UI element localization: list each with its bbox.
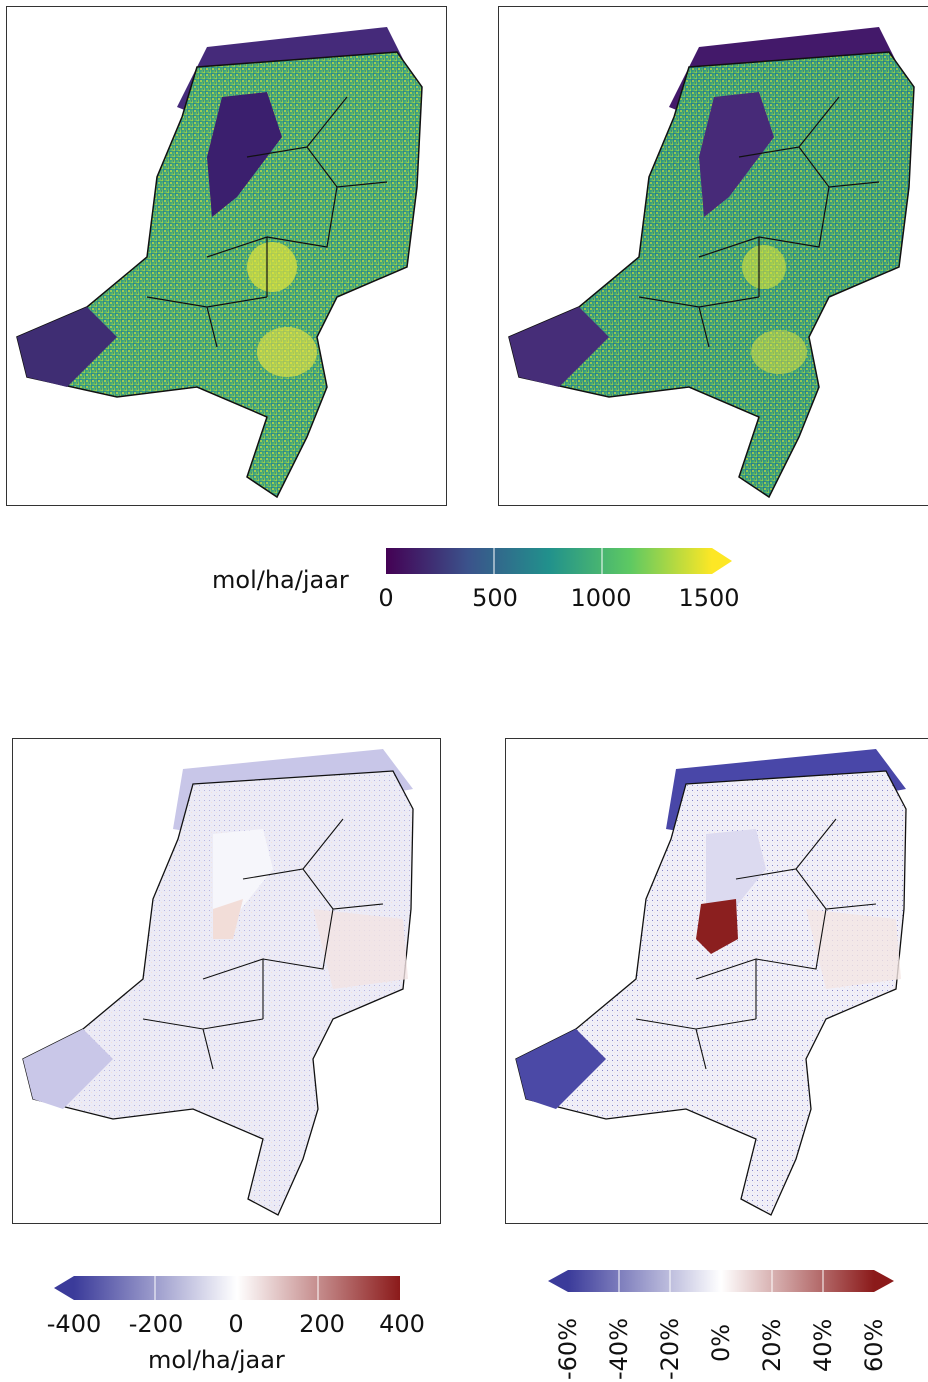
netherlands-map xyxy=(508,27,915,499)
tick-label: -60% xyxy=(554,1317,582,1380)
netherlands-map xyxy=(515,749,907,1216)
ijsselmeer xyxy=(207,92,282,217)
netherlands-map xyxy=(16,27,423,499)
tick-label: 1000 xyxy=(570,584,632,612)
tick-label: 40% xyxy=(809,1318,837,1372)
map-panel-bottom-left xyxy=(12,738,441,1224)
tick-label: -40% xyxy=(605,1317,633,1380)
tick-label: 0 xyxy=(228,1310,244,1338)
tick-label: -400 xyxy=(46,1310,102,1338)
map-panel-top-left xyxy=(6,6,447,506)
colorbar-label: mol/ha/jaar xyxy=(148,1346,285,1374)
tick-label: 20% xyxy=(758,1318,786,1372)
map-panel-top-right xyxy=(498,6,928,506)
tick-label: 400 xyxy=(379,1310,425,1338)
netherlands-map xyxy=(22,749,414,1216)
colorbar-viridis xyxy=(386,548,732,574)
tick-label: -20% xyxy=(656,1317,684,1380)
tick-label: 200 xyxy=(299,1310,345,1338)
tick-label: 0 xyxy=(378,584,394,612)
tick-label: -200 xyxy=(128,1310,184,1338)
tick-label: 500 xyxy=(472,584,518,612)
land-area xyxy=(16,51,423,499)
tick-label: 0% xyxy=(707,1323,735,1362)
map-panel-bottom-right xyxy=(505,738,928,1224)
zeeland-water xyxy=(17,307,117,387)
land-area xyxy=(508,51,915,499)
colorbar-difference xyxy=(54,1276,400,1300)
tick-label: 1500 xyxy=(678,584,740,612)
tick-label: 60% xyxy=(860,1318,888,1372)
colorbar-relative xyxy=(548,1270,894,1292)
colorbar-label: mol/ha/jaar xyxy=(212,566,349,594)
